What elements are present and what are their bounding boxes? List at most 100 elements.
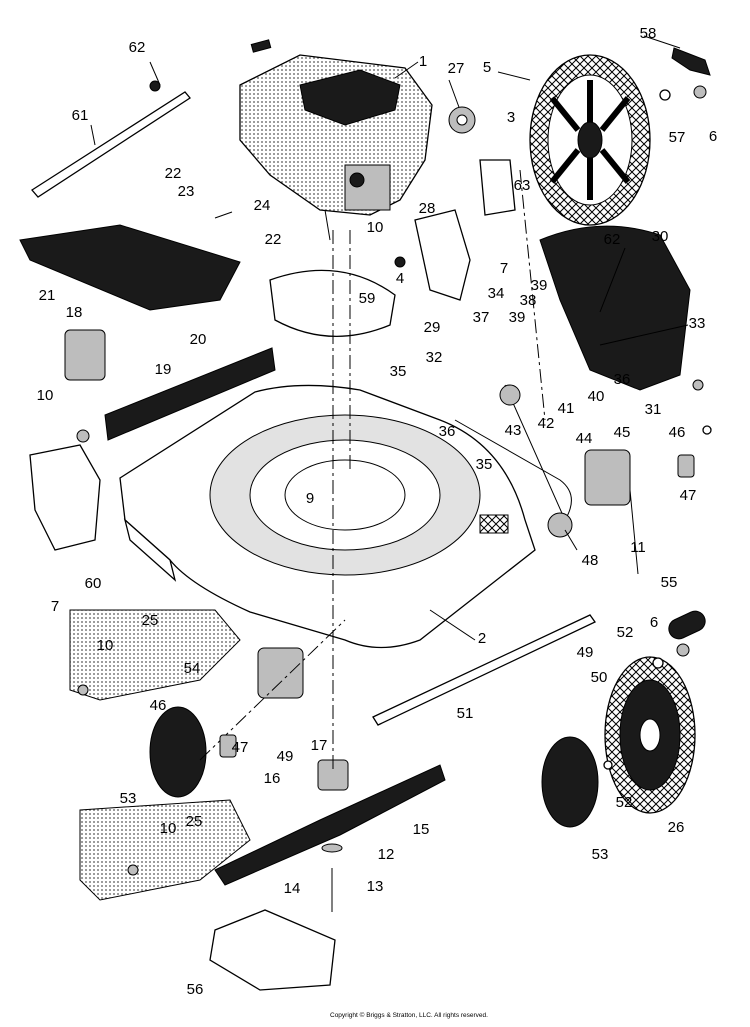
callout-13: 13 — [367, 878, 384, 895]
callout-25: 25 — [186, 813, 203, 830]
callout-39: 39 — [531, 277, 548, 294]
callout-56: 56 — [187, 981, 204, 998]
baffle — [104, 347, 276, 441]
callout-55: 55 — [661, 574, 678, 591]
callout-37: 37 — [473, 309, 490, 326]
callout-17: 17 — [311, 737, 328, 754]
callout-15: 15 — [413, 821, 430, 838]
rear-wheel — [529, 54, 651, 226]
callout-14: 14 — [284, 880, 301, 897]
callout-26: 26 — [668, 819, 685, 836]
callout-12: 12 — [378, 846, 395, 863]
rear-shield — [19, 224, 241, 311]
callout-44: 44 — [576, 430, 593, 447]
callout-1: 1 — [419, 53, 427, 70]
callout-10: 10 — [160, 820, 177, 837]
gear-case — [584, 449, 631, 506]
callout-35: 35 — [390, 363, 407, 380]
callout-7: 7 — [500, 260, 508, 277]
callout-22: 22 — [265, 231, 282, 248]
callout-18: 18 — [66, 304, 83, 321]
callout-34: 34 — [488, 285, 505, 302]
callout-25: 25 — [142, 612, 159, 629]
callout-3: 3 — [507, 109, 515, 126]
callout-35: 35 — [476, 456, 493, 473]
callout-61: 61 — [72, 107, 89, 124]
callout-11: 11 — [630, 539, 646, 556]
callout-16: 16 — [264, 770, 281, 787]
callout-23: 23 — [178, 183, 195, 200]
callout-62: 62 — [129, 39, 146, 56]
callout-6: 6 — [709, 128, 717, 145]
blade — [214, 764, 446, 886]
handle-rod — [31, 91, 191, 198]
callout-33: 33 — [689, 315, 706, 332]
callout-24: 24 — [254, 197, 271, 214]
callout-10: 10 — [97, 637, 114, 654]
engine-ring — [269, 269, 396, 337]
callout-62: 62 — [604, 231, 621, 248]
fasteners — [76, 47, 712, 876]
pulley — [547, 512, 573, 538]
callout-labels: 1234566779101010101112131415161718192021… — [37, 25, 718, 998]
callout-22: 22 — [165, 165, 182, 182]
side-shield — [69, 609, 241, 701]
callout-10: 10 — [367, 219, 384, 236]
height-bracket — [29, 444, 101, 551]
callout-52: 52 — [616, 794, 633, 811]
callout-2: 2 — [478, 630, 486, 647]
wheel-cap — [541, 736, 599, 828]
callout-41: 41 — [558, 400, 575, 417]
callout-59: 59 — [359, 290, 376, 307]
callout-51: 51 — [457, 705, 474, 722]
callout-53: 53 — [592, 846, 609, 863]
callout-6: 6 — [650, 614, 658, 631]
callout-40: 40 — [588, 388, 605, 405]
mulch-plug — [209, 909, 336, 991]
callout-43: 43 — [505, 422, 522, 439]
engine — [239, 39, 433, 241]
callout-53: 53 — [120, 790, 137, 807]
callout-42: 42 — [538, 415, 555, 432]
callout-58: 58 — [640, 25, 657, 42]
front-wheel — [604, 656, 696, 814]
callout-50: 50 — [591, 669, 608, 686]
callout-32: 32 — [426, 349, 443, 366]
callout-48: 48 — [582, 552, 599, 569]
callout-30: 30 — [652, 228, 669, 245]
callout-46: 46 — [669, 424, 686, 441]
callout-5: 5 — [483, 59, 491, 76]
callout-60: 60 — [85, 575, 102, 592]
callout-21: 21 — [39, 287, 56, 304]
callout-10: 10 — [37, 387, 54, 404]
callout-57: 57 — [669, 129, 686, 146]
callout-38: 38 — [520, 292, 537, 309]
callout-9: 9 — [306, 490, 314, 507]
callout-7: 7 — [51, 598, 59, 615]
callout-19: 19 — [155, 361, 172, 378]
callout-47: 47 — [680, 487, 697, 504]
front-axle — [372, 614, 596, 726]
copyright-notice: Copyright © Briggs & Stratton, LLC. All … — [330, 1012, 488, 1019]
callout-49: 49 — [277, 748, 294, 765]
mower-deck — [119, 384, 536, 649]
callout-39: 39 — [509, 309, 526, 326]
callout-49: 49 — [577, 644, 594, 661]
callout-63: 63 — [514, 177, 531, 194]
callout-29: 29 — [424, 319, 441, 336]
leader-lines — [90, 35, 689, 641]
callout-20: 20 — [190, 331, 207, 348]
callout-54: 54 — [184, 660, 201, 677]
callout-45: 45 — [614, 424, 631, 441]
callout-4: 4 — [396, 270, 404, 287]
callout-36: 36 — [439, 423, 456, 440]
callout-31: 31 — [645, 401, 662, 418]
callout-36: 36 — [614, 371, 631, 388]
callout-28: 28 — [419, 200, 436, 217]
callout-46: 46 — [150, 697, 167, 714]
callout-27: 27 — [448, 60, 465, 77]
callout-47: 47 — [232, 739, 249, 756]
rear-cover — [539, 225, 691, 391]
